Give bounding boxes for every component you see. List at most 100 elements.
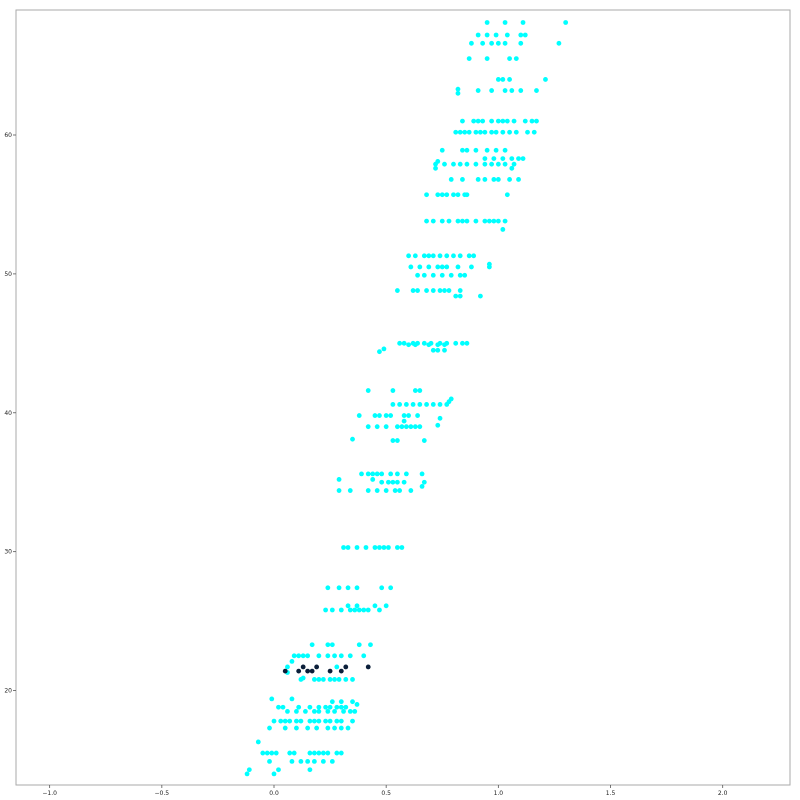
highlight-data-point xyxy=(296,668,302,674)
data-point xyxy=(424,218,429,224)
data-point xyxy=(338,607,344,613)
data-point xyxy=(484,56,490,62)
data-point xyxy=(332,708,337,714)
y-tick-label: 30 xyxy=(4,549,12,556)
data-point xyxy=(500,129,506,135)
y-tick-label: 20 xyxy=(4,688,12,695)
data-point xyxy=(372,603,378,609)
data-point xyxy=(273,750,279,756)
data-point xyxy=(502,20,508,25)
data-point xyxy=(356,642,362,648)
data-point xyxy=(435,342,441,348)
highlight-data-point xyxy=(327,668,333,674)
data-point xyxy=(294,725,299,731)
data-point xyxy=(314,725,320,731)
data-point xyxy=(500,227,506,232)
data-point xyxy=(435,158,441,164)
data-point xyxy=(509,88,515,93)
data-point xyxy=(325,642,331,648)
data-point xyxy=(437,288,443,293)
data-point xyxy=(388,413,394,418)
data-point xyxy=(320,750,326,756)
data-point xyxy=(260,750,266,756)
data-point xyxy=(347,607,353,613)
data-point xyxy=(365,488,371,493)
data-point xyxy=(325,750,331,756)
data-point xyxy=(282,725,288,731)
data-point xyxy=(354,545,360,550)
data-point xyxy=(408,488,414,493)
data-point xyxy=(307,718,313,724)
data-point xyxy=(325,708,331,714)
data-point xyxy=(246,767,252,773)
data-point xyxy=(294,708,299,714)
data-point xyxy=(298,758,304,764)
data-point xyxy=(495,161,501,167)
highlight-data-point xyxy=(305,668,311,674)
data-point xyxy=(466,56,472,62)
data-point xyxy=(478,293,483,299)
data-point xyxy=(439,192,445,198)
data-point xyxy=(345,725,351,731)
data-point xyxy=(412,342,418,348)
data-point xyxy=(311,677,317,682)
data-point xyxy=(276,704,281,710)
data-point xyxy=(374,471,380,477)
data-point xyxy=(412,424,418,430)
data-point xyxy=(518,32,524,38)
data-point xyxy=(415,413,420,418)
x-tick-label: 2.0 xyxy=(718,790,728,797)
data-point xyxy=(430,272,436,278)
data-point xyxy=(424,192,429,198)
data-point xyxy=(444,253,450,259)
data-point xyxy=(401,418,407,424)
data-point xyxy=(323,718,328,724)
data-point xyxy=(502,161,508,167)
y-tick-label: 40 xyxy=(4,410,12,417)
data-point xyxy=(365,424,371,430)
data-point xyxy=(426,253,432,259)
data-point xyxy=(388,585,394,591)
highlight-data-point xyxy=(338,668,344,674)
data-point xyxy=(486,218,492,224)
data-point xyxy=(522,118,528,124)
data-point xyxy=(453,340,459,346)
data-point xyxy=(471,118,477,124)
data-point xyxy=(419,483,425,489)
data-point xyxy=(397,340,403,346)
data-point xyxy=(347,488,353,493)
data-point xyxy=(323,607,328,613)
data-point xyxy=(471,253,477,259)
data-point xyxy=(325,653,331,659)
data-point xyxy=(448,272,454,278)
data-point xyxy=(287,718,293,724)
data-point xyxy=(489,88,495,93)
data-point xyxy=(399,424,405,430)
data-point xyxy=(377,545,382,550)
data-point xyxy=(504,192,510,198)
data-point xyxy=(417,388,423,393)
data-point xyxy=(529,118,535,124)
data-point xyxy=(421,479,427,485)
data-point xyxy=(502,88,508,93)
x-tick-label: 1.0 xyxy=(494,790,504,797)
data-point xyxy=(269,696,275,702)
data-point xyxy=(370,471,376,477)
highlight-data-point xyxy=(282,668,288,674)
data-point xyxy=(336,585,342,591)
data-point xyxy=(370,477,376,482)
data-point xyxy=(464,218,470,224)
data-point xyxy=(444,264,450,270)
data-point xyxy=(354,585,360,591)
data-point xyxy=(271,771,277,777)
data-point xyxy=(285,708,290,714)
data-point xyxy=(419,471,425,477)
data-point xyxy=(493,32,499,38)
data-point xyxy=(493,129,499,135)
data-point xyxy=(531,129,537,135)
data-point xyxy=(475,88,481,93)
data-point xyxy=(435,264,441,270)
data-point xyxy=(305,758,311,764)
data-point xyxy=(466,253,472,259)
data-point xyxy=(394,471,400,477)
